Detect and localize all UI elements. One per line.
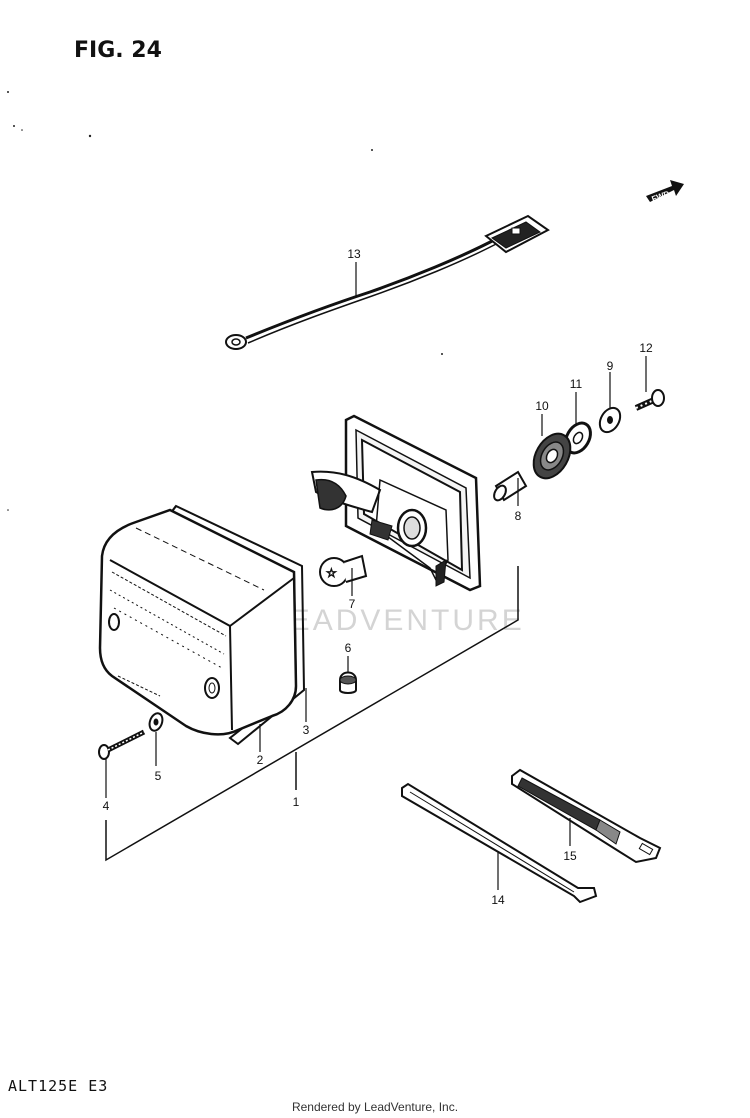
part-label-15: 15 (563, 849, 577, 863)
part-label-12: 12 (639, 341, 653, 355)
render-credit: Rendered by LeadVenture, Inc. (291, 1100, 459, 1114)
part-label-7: 7 (349, 597, 356, 611)
part-label-10: 10 (535, 399, 549, 413)
lamp-base-part (310, 414, 482, 592)
part-label-14: 14 (491, 893, 505, 907)
small-washer-part (148, 712, 164, 732)
watermark-text: LEADVENTURE (270, 604, 525, 637)
collar-part (493, 470, 528, 502)
part-label-6: 6 (345, 641, 352, 655)
part-labels: 1 2 3 4 5 6 7 8 9 10 11 12 13 14 15 (103, 247, 653, 907)
washer-part (598, 406, 622, 434)
leader-lines (105, 262, 647, 890)
lens-part (98, 508, 298, 736)
part-label-11: 11 (570, 377, 583, 391)
bolt-part (634, 389, 665, 411)
figure-title: FIG. 24 (74, 38, 162, 63)
part-label-5: 5 (155, 769, 162, 783)
part-label-2: 2 (257, 753, 264, 767)
assembly-bracket (105, 566, 519, 862)
cable-tie-long-part (401, 782, 598, 904)
bulb-part: ☆ (319, 554, 368, 587)
fwd-arrow-icon: FWD (646, 180, 684, 204)
svg-text:☆: ☆ (326, 566, 337, 580)
part-label-13: 13 (347, 247, 361, 261)
wire-harness-part (225, 214, 550, 350)
part-label-8: 8 (515, 509, 522, 523)
fwd-arrow-label: FWD (651, 189, 671, 204)
cable-strap-part (511, 768, 662, 864)
screw-part (98, 729, 146, 760)
model-code: ALT125E E3 (8, 1077, 109, 1095)
cap-part (339, 671, 357, 694)
part-label-9: 9 (607, 359, 614, 373)
grommet-part (532, 432, 572, 480)
part-label-4: 4 (103, 799, 110, 813)
scan-speckles (7, 91, 443, 511)
part-label-1: 1 (293, 795, 300, 809)
part-label-3: 3 (303, 723, 310, 737)
